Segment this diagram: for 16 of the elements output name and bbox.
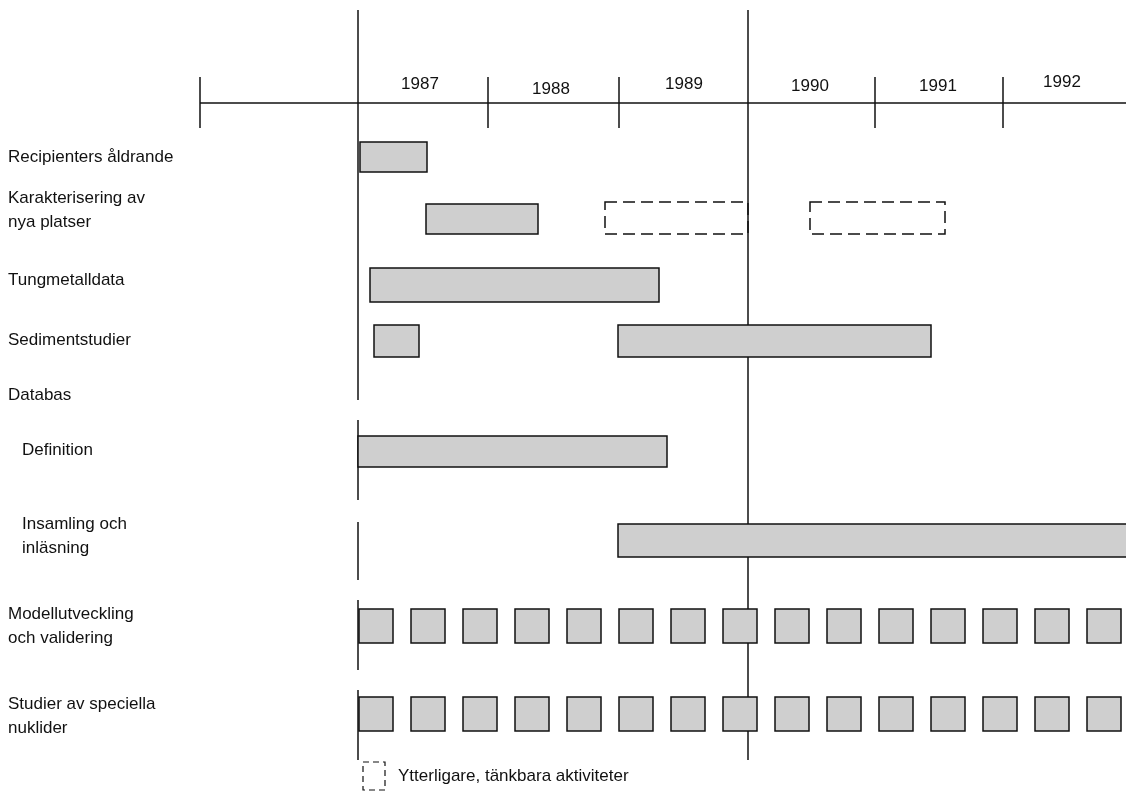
activity-label: Tungmetalldata: [8, 269, 125, 291]
activity-label: Modellutveckling och validering: [8, 603, 135, 649]
activity-label: Studier av speciella nuklider: [8, 693, 157, 739]
year-label: 1991: [918, 75, 958, 97]
year-label: 1989: [664, 73, 704, 95]
legend-text: Ytterligare, tänkbara aktiviteter: [398, 765, 629, 787]
activity-label: Definition: [22, 439, 93, 461]
year-label: 1988: [531, 78, 571, 100]
year-label: 1987: [400, 73, 440, 95]
activity-label: Karakterisering av nya platser: [8, 187, 146, 233]
activity-label: Recipienters åldrande: [8, 146, 174, 168]
year-label: 1990: [790, 75, 830, 97]
activity-label: Sedimentstudier: [8, 329, 131, 351]
activity-label: Insamling och inläsning: [22, 513, 128, 559]
activity-label: Databas: [8, 384, 72, 406]
year-label: 1992: [1042, 71, 1082, 93]
